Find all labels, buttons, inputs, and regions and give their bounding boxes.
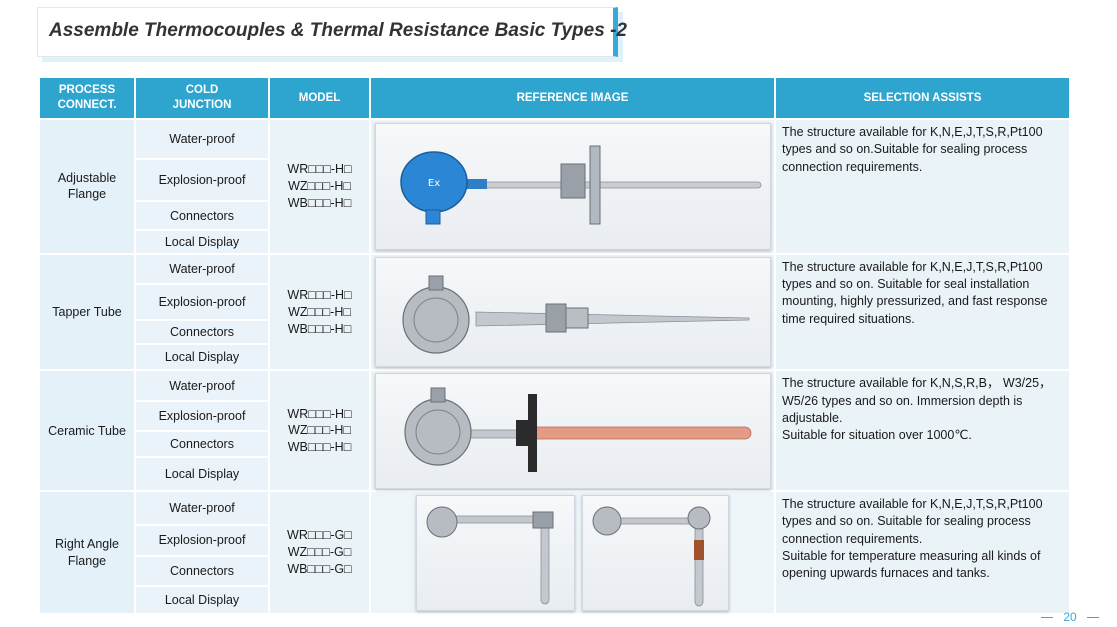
selection-text: Suitable for situation over 1000℃. [782,428,972,443]
selection-text: The structure available for K,N,E,J,T,S,… [782,497,1043,546]
model-code: WZ□□□-H□ [288,423,351,438]
page-number-dash [1041,617,1054,619]
process-cell: Tapper Tube [38,252,136,372]
selection-text: The structure available for K,N,E,J,T,S,… [782,125,1043,174]
model-code: WZ□□□-H□ [288,178,351,193]
product-table: PROCESS CONNECT. COLD JUNCTION MODEL REF… [38,76,1071,616]
header-model: MODEL [268,76,371,120]
process-cell: Adjustable Flange [38,118,136,255]
thermocouple-right-angle-image [582,494,730,611]
cold-junction-cell: Water-proof [134,117,270,161]
page-number-dash [1086,617,1099,619]
selection-assists-cell: The structure available for K,N,S,R,B， W… [774,369,1071,493]
selection-assists-cell: The structure available for K,N,E,J,T,S,… [774,252,1071,372]
selection-assists-cell: The structure available for K,N,E,J,T,S,… [774,490,1071,615]
model-code: WB□□□-H□ [287,321,352,336]
header-cold-junction: COLD JUNCTION [134,76,270,120]
cold-junction-cell: Local Display [134,455,270,493]
model-cell: WR□□□-H□ WZ□□□-H□ WB□□□-H□ [268,252,371,372]
cold-junction-cell: Explosion-proof [134,158,270,203]
title-box: Assemble Thermocouples & Thermal Resista… [37,7,627,57]
cold-junction-cell: Water-proof [134,490,270,527]
cold-junction-cell: Connectors [134,319,270,346]
cold-junction-cell: Connectors [134,200,270,231]
model-code: WR□□□-H□ [287,406,352,421]
cold-junction-cell: Local Display [134,343,270,372]
selection-text: The structure available for K,N,E,J,T,S,… [782,259,1048,326]
model-code: WB□□□-G□ [287,562,352,577]
model-code: WZ□□□-G□ [287,545,352,560]
page-number: 20 [1030,610,1110,626]
model-code: WZ□□□-H□ [288,304,351,319]
model-code: WB□□□-H□ [287,195,352,210]
header-row: PROCESS CONNECT. COLD JUNCTION MODEL REF… [38,76,1071,120]
reference-image-cell [369,252,776,372]
cold-junction-cell: Explosion-proof [134,524,270,557]
cold-junction-cell: Water-proof [134,252,270,285]
thermocouple-right-angle-image [415,494,575,611]
process-cell: Right Angle Flange [38,490,136,615]
page-title: Assemble Thermocouples & Thermal Resista… [49,20,627,41]
model-code: WR□□□-G□ [287,528,352,543]
page-number-text: 20 [1063,610,1077,624]
header-selection-assists: SELECTION ASSISTS [774,76,1071,120]
model-cell: WR□□□-H□ WZ□□□-H□ WB□□□-H□ [268,118,371,255]
reference-image-cell [369,369,776,493]
model-code: WR□□□-H□ [287,162,352,177]
header-process: PROCESS CONNECT. [38,76,136,120]
process-cell: Ceramic Tube [38,369,136,493]
cold-junction-cell: Local Display [134,228,270,255]
cold-junction-cell: Local Display [134,584,270,616]
model-cell: WR□□□-G□ WZ□□□-G□ WB□□□-G□ [268,490,371,615]
model-cell: WR□□□-H□ WZ□□□-H□ WB□□□-H□ [268,369,371,493]
thermocouple-ceramic-image [374,372,771,489]
header-reference-image: REFERENCE IMAGE [369,76,776,120]
selection-assists-cell: The structure available for K,N,E,J,T,S,… [774,118,1071,255]
model-code: WR□□□-H□ [287,287,352,302]
cold-junction-cell: Connectors [134,554,270,587]
cold-junction-cell: Connectors [134,429,270,458]
cold-junction-cell: Explosion-proof [134,399,270,432]
cold-junction-cell: Explosion-proof [134,282,270,322]
reference-image-cell [369,490,776,615]
model-code: WB□□□-H□ [287,440,352,455]
reference-image-cell: Ex [369,118,776,255]
thermocouple-tapered-image [374,257,771,368]
cold-junction-cell: Water-proof [134,369,270,402]
selection-text: The structure available for K,N,S,R,B， W… [782,376,1052,425]
svg-text:Ex: Ex [427,178,439,189]
selection-text: Suitable for temperature measuring all k… [782,548,1041,581]
thermocouple-flange-image: Ex [374,122,771,250]
